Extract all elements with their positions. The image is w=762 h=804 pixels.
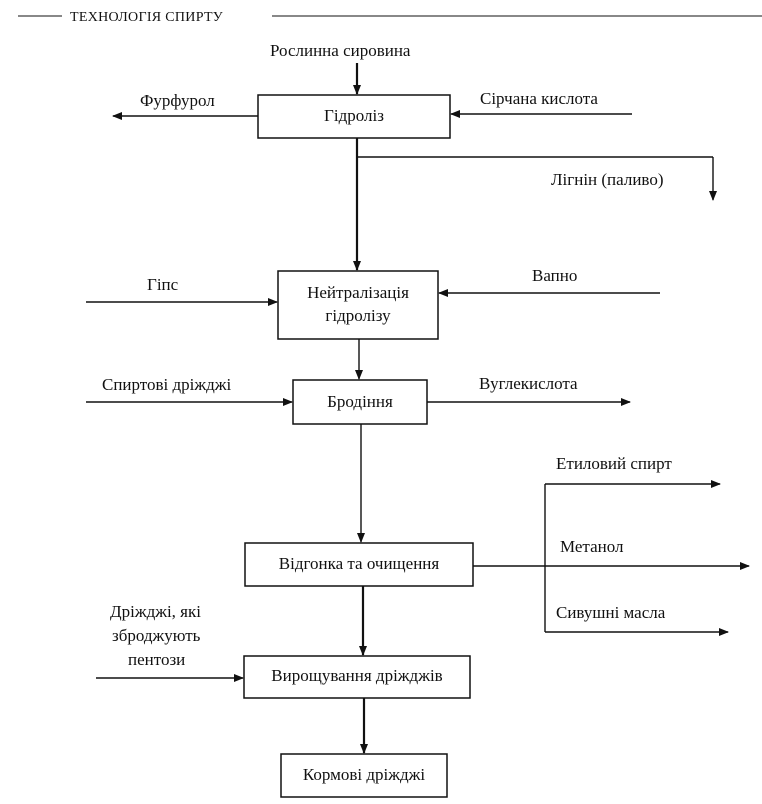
- node-yeast-growing: Вирощування дріжджів: [243, 655, 471, 699]
- node-feed-yeast-label: Кормові дріжджі: [303, 765, 426, 784]
- node-neutralization-box: [277, 270, 439, 340]
- node-fermentation-label: Бродіння: [327, 392, 393, 411]
- node-hydrolysis: Гідроліз: [257, 94, 451, 139]
- node-neutralization: Нейтралізація гідролізу: [277, 270, 439, 340]
- output-furfural: Фурфурол: [140, 91, 215, 110]
- output-lignin: Лігнін (паливо): [551, 170, 664, 189]
- node-fermentation: Бродіння: [292, 379, 428, 425]
- input-pentose-yeast-line2: зброджують: [112, 626, 201, 645]
- node-feed-yeast-box: [280, 753, 448, 798]
- node-distillation-label: Відгонка та очищення: [279, 554, 440, 573]
- input-pentose-yeast-line1: Дріжджі, які: [110, 602, 201, 621]
- node-distillation: Відгонка та очищення: [244, 542, 474, 587]
- header-title: ТЕХНОЛОГІЯ СПИРТУ: [70, 10, 223, 25]
- node-distillation-box: [244, 542, 474, 587]
- page-header: ТЕХНОЛОГІЯ СПИРТУ: [18, 10, 762, 25]
- input-pentose-yeast-line3: пентози: [128, 650, 185, 669]
- output-fusel-oils: Сивушні масла: [556, 603, 666, 622]
- output-ethyl-alcohol: Етиловий спирт: [556, 454, 672, 473]
- node-yeast-growing-label: Вирощування дріжджів: [271, 666, 442, 685]
- node-neutralization-label-line1: Нейтралізація: [307, 283, 409, 302]
- input-gypsum: Гіпс: [147, 275, 179, 294]
- node-yeast-growing-box: [243, 655, 471, 699]
- output-methanol: Метанол: [560, 537, 624, 556]
- input-sulfuric-acid: Сірчана кислота: [480, 89, 598, 108]
- input-lime: Вапно: [532, 266, 577, 285]
- node-hydrolysis-label: Гідроліз: [324, 106, 384, 125]
- node-fermentation-box: [292, 379, 428, 425]
- input-plant-raw-material: Рослинна сировина: [270, 41, 411, 60]
- node-neutralization-label-line2: гідролізу: [325, 306, 391, 325]
- node-feed-yeast: Кормові дріжджі: [280, 753, 448, 798]
- input-alcohol-yeast: Спиртові дріжджі: [102, 375, 232, 394]
- output-carbon-dioxide: Вуглекислота: [479, 374, 578, 393]
